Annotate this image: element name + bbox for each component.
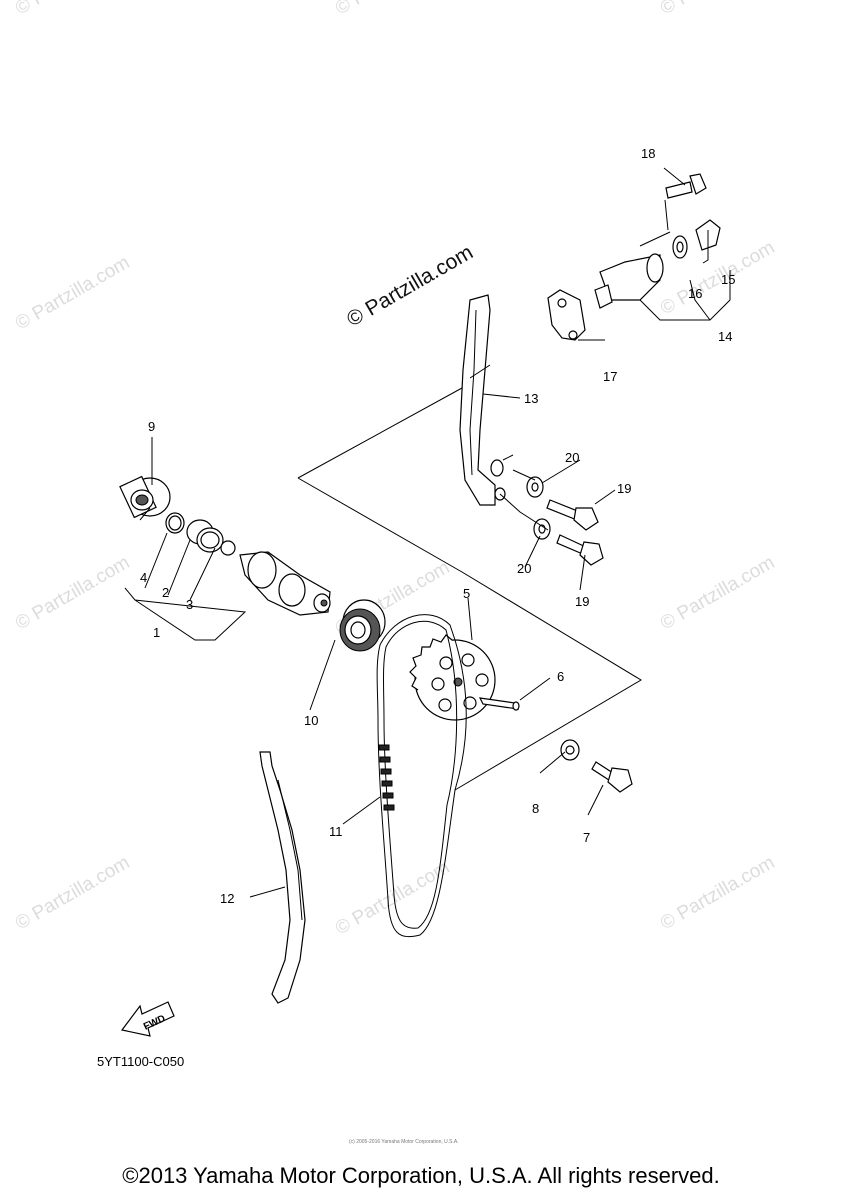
bearing-10: [339, 599, 386, 652]
watermark-text: © Partzilla.com: [657, 0, 778, 19]
callout-15: 15: [721, 272, 735, 287]
footer-copyright: ©2013 Yamaha Motor Corporation, U.S.A. A…: [122, 1163, 720, 1188]
callout-16: 16: [688, 286, 702, 301]
watermark-text: © Partzilla.com: [332, 0, 453, 19]
callout-7: 7: [583, 830, 590, 845]
camshaft-1: [239, 551, 331, 616]
bolt-18: [665, 173, 707, 199]
timing-chain-11: [376, 614, 467, 938]
callout-20: 20: [565, 450, 579, 465]
watermark-text: © Partzilla.com: [657, 852, 778, 934]
callout-12: 12: [220, 891, 234, 906]
callout-18: 18: [641, 146, 655, 161]
callout-17: 17: [603, 369, 617, 384]
bolt-19b: [556, 534, 604, 566]
watermark-text: © Partzilla.com: [657, 552, 778, 634]
callout-6: 6: [557, 669, 564, 684]
callout-19b: 19: [575, 594, 589, 609]
callout-20b: 20: [517, 561, 531, 576]
watermark-text: © Partzilla.com: [12, 252, 133, 334]
callout-1: 1: [153, 625, 160, 640]
pin-6: [478, 697, 520, 711]
watermark-text: © Partzilla.com: [12, 852, 133, 934]
callout-19: 19: [617, 481, 631, 496]
bearing-9: [119, 475, 171, 519]
bolt-7: [591, 761, 633, 793]
callout-2: 2: [162, 585, 169, 600]
chain-links: [378, 744, 395, 811]
callout-14: 14: [718, 329, 732, 344]
callout-4: 4: [140, 570, 147, 585]
leader-lines: [124, 167, 731, 898]
callout-5: 5: [463, 586, 470, 601]
watermark-group: © Partzilla.com © Partzilla.com © Partzi…: [12, 0, 778, 939]
tensioner-14: [594, 253, 664, 309]
callouts: 1 2 3 4 5 6 7 8 9 10 11 12 13 14 15 16 1…: [140, 146, 735, 906]
watermark-text: © Partzilla.com: [12, 552, 133, 634]
callout-3: 3: [186, 597, 193, 612]
chain-guide-12: [259, 751, 306, 1004]
gasket-17: [547, 289, 586, 341]
washer-8: [560, 739, 580, 761]
callout-9: 9: [148, 419, 155, 434]
watermark-text: © Partzilla.com: [332, 857, 453, 939]
callout-11: 11: [329, 824, 343, 839]
bolt-19: [546, 499, 599, 531]
washer-20: [526, 476, 544, 498]
washer-16: [672, 235, 688, 259]
callout-8: 8: [532, 801, 539, 816]
chain-guide-13: [459, 294, 506, 506]
diagram-code: 5YT1100-C050: [97, 1054, 184, 1069]
watermark-text: © Partzilla.com: [12, 0, 133, 19]
fwd-arrow-icon: FWD: [120, 1001, 175, 1037]
sprocket-5: [409, 634, 496, 721]
tiny-copyright: (c) 2005-2016 Yamaha Motor Corporation, …: [349, 1139, 459, 1145]
watermark-main: © Partzilla.com: [343, 241, 477, 332]
reference-outline: [297, 387, 642, 791]
callout-13: 13: [524, 391, 538, 406]
sleeve-2: [186, 519, 224, 553]
oring-3: [220, 540, 236, 556]
circlip-4: [165, 512, 185, 534]
callout-10: 10: [304, 713, 318, 728]
